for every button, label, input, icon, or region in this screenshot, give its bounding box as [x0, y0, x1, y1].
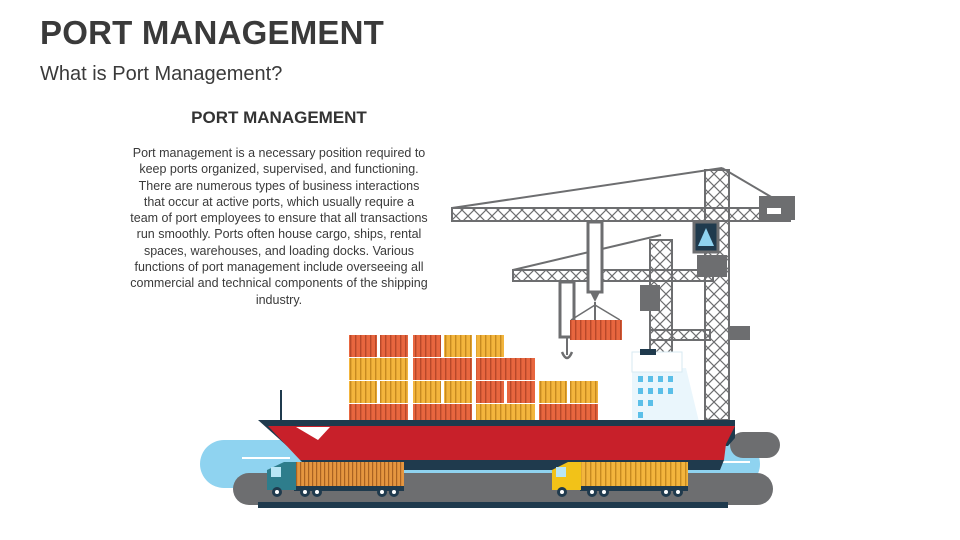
- container-stack: [349, 335, 598, 426]
- tower-crane-front: [451, 167, 795, 421]
- tower-crane-rear: [512, 234, 750, 361]
- truck-yellow: [552, 462, 688, 497]
- slide-subtitle: What is Port Management?: [40, 63, 283, 85]
- body-paragraph: Port management is a necessary position …: [130, 146, 428, 307]
- section-heading: PORT MANAGEMENT: [191, 108, 367, 127]
- slide-title: PORT MANAGEMENT: [40, 14, 384, 51]
- truck-teal: [267, 462, 404, 497]
- container-ship: [258, 349, 735, 470]
